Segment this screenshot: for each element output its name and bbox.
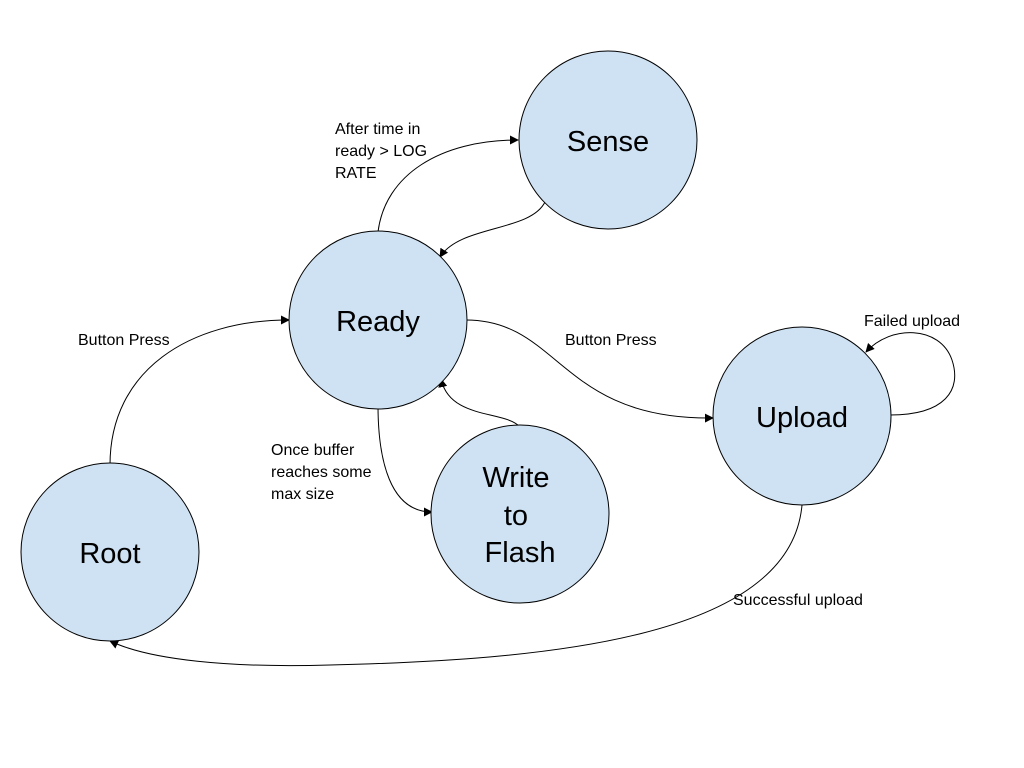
state-upload-label: Upload — [756, 402, 848, 434]
label-ready-to-sense-line-3: RATE — [335, 165, 376, 182]
label-root-to-ready: Button Press — [78, 332, 170, 349]
label-ready-to-upload: Button Press — [565, 332, 657, 349]
state-write-to-flash-line-3: Flash — [485, 537, 556, 569]
label-ready-to-write-flash: Once buffer reaches some max size — [271, 442, 376, 503]
label-upload-self-loop: Failed upload — [864, 313, 960, 330]
edge-ready-to-sense — [377, 135, 519, 233]
state-write-to-flash: Write to Flash — [430, 424, 610, 604]
state-root-label: Root — [79, 538, 140, 570]
edge-write-flash-to-ready — [438, 378, 521, 428]
state-upload: Upload — [712, 326, 892, 506]
edge-ready-to-write-flash — [377, 404, 433, 517]
state-ready-label: Ready — [336, 306, 420, 338]
label-ready-to-sense: After time in ready > LOG RATE — [335, 121, 432, 182]
state-write-to-flash-line-1: Write — [482, 462, 549, 494]
label-ready-to-sense-line-2: ready > LOG — [335, 143, 427, 160]
state-root: Root — [20, 462, 200, 642]
state-upload-circle — [712, 326, 892, 506]
state-ready-circle — [288, 230, 468, 410]
state-sense-label: Sense — [567, 126, 649, 158]
label-write-flash-line-2: reaches some — [271, 464, 372, 481]
state-write-to-flash-circle — [430, 424, 610, 604]
state-ready: Ready — [288, 230, 468, 410]
edge-upload-self-loop — [865, 332, 956, 416]
state-write-to-flash-label: Write to Flash — [482, 462, 557, 569]
edge-root-to-ready — [109, 315, 290, 466]
label-ready-to-sense-line-1: After time in — [335, 121, 420, 138]
label-upload-to-root: Successful upload — [733, 592, 863, 609]
state-sense: Sense — [518, 50, 698, 230]
state-root-circle — [20, 462, 200, 642]
edge-ready-to-upload — [465, 319, 714, 423]
edge-upload-to-root — [109, 504, 803, 667]
edge-sense-to-ready — [439, 201, 546, 258]
state-write-to-flash-line-2: to — [504, 500, 528, 532]
label-write-flash-line-3: max size — [271, 486, 334, 503]
state-sense-circle — [518, 50, 698, 230]
label-write-flash-line-1: Once buffer — [271, 442, 355, 459]
